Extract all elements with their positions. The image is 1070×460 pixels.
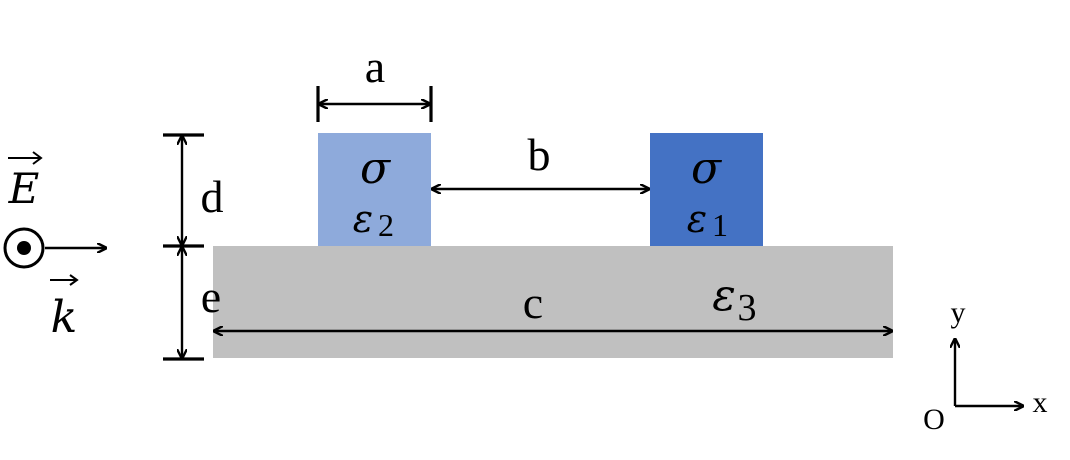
left-block-epsilon-symbol: ε: [353, 197, 373, 241]
label-a: a: [365, 41, 385, 92]
right-block-epsilon-label: ε 1: [687, 197, 728, 243]
left-block: [318, 133, 431, 246]
axis-label-y: y: [951, 296, 966, 329]
label-d: d: [201, 171, 224, 222]
right-block-epsilon-symbol: ε: [687, 197, 707, 241]
k-vector-label: k: [50, 274, 79, 343]
vector-arrow-icon: [8, 151, 43, 165]
right-block-epsilon-index: 1: [712, 207, 728, 243]
dimension-e: e: [163, 248, 221, 361]
vector-arrow-icon: [50, 274, 79, 286]
right-block-sigma: σ: [691, 143, 723, 194]
substrate-epsilon-index: 3: [738, 287, 757, 329]
label-e: e: [201, 271, 221, 322]
E-vector-label: E: [8, 151, 43, 213]
label-b: b: [528, 129, 551, 180]
substrate-epsilon-symbol: ε: [712, 270, 736, 321]
dimension-c: c: [215, 277, 891, 331]
right-block: [650, 133, 763, 246]
coordinate-axes: y x O: [923, 296, 1047, 436]
dimension-b: b: [433, 129, 648, 189]
axis-label-x: x: [1033, 386, 1048, 419]
dimension-d: d: [163, 133, 224, 248]
dimension-a: a: [316, 41, 433, 122]
left-block-epsilon-label: ε 2: [353, 197, 394, 243]
label-c: c: [523, 277, 543, 328]
E-symbol: E: [8, 164, 40, 213]
k-symbol: k: [51, 292, 78, 343]
substrate: [213, 246, 893, 358]
axis-label-origin: O: [923, 403, 945, 436]
left-block-epsilon-index: 2: [378, 207, 394, 243]
circle-dot-icon: [3, 227, 45, 269]
substrate-epsilon-label: ε 3: [712, 270, 756, 329]
left-block-sigma: σ: [360, 143, 392, 194]
incident-field: E k: [3, 151, 105, 343]
